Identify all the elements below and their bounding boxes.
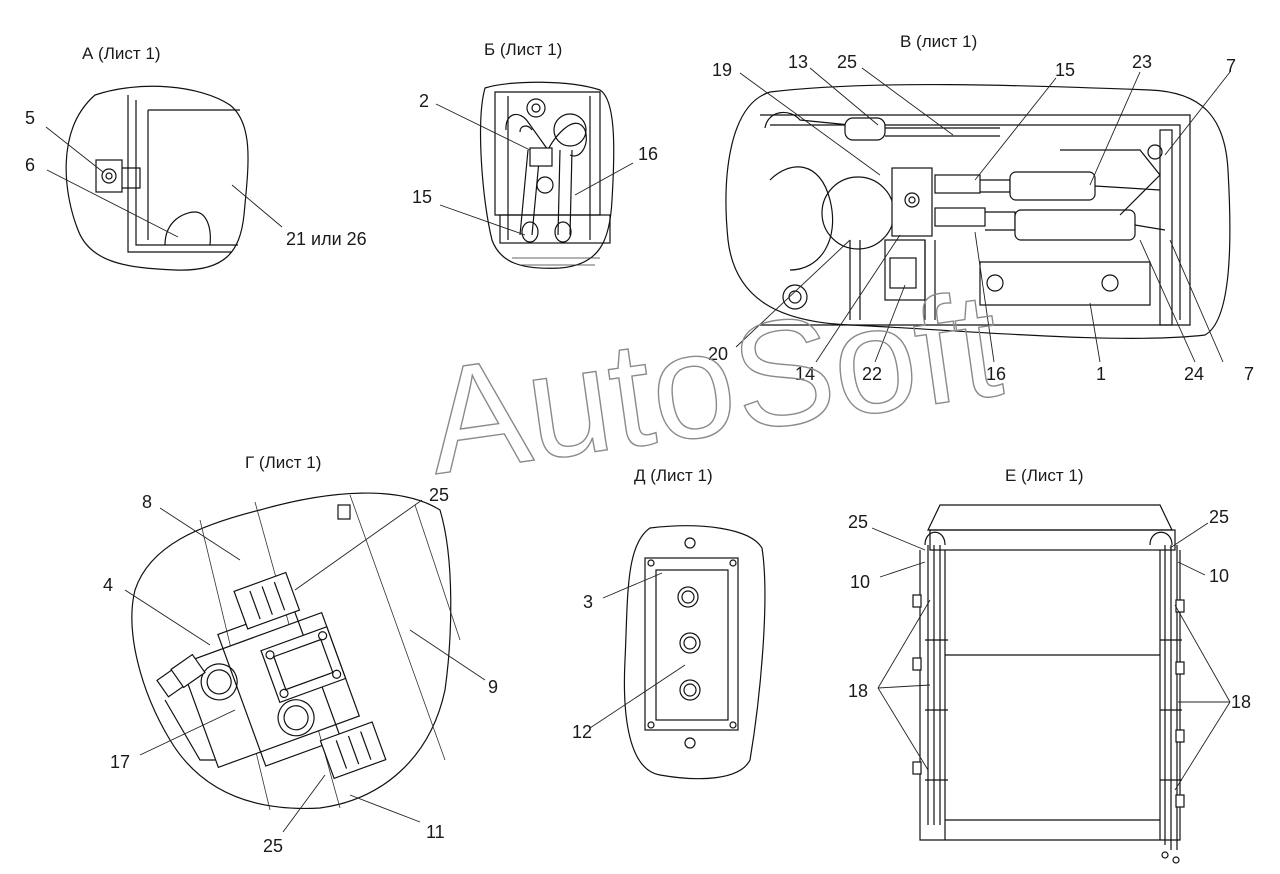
view-g-title: Г (Лист 1) [245, 453, 321, 472]
label-18-left: 18 [848, 681, 868, 701]
port-upper [200, 663, 238, 701]
valve-block [891, 167, 933, 237]
label-20: 20 [708, 344, 728, 364]
label-12: 12 [572, 722, 592, 742]
hose-top-left [764, 111, 851, 129]
label-15: 15 [412, 187, 432, 207]
label-25: 25 [837, 52, 857, 72]
switch-panel-inner [655, 569, 729, 721]
cover-plate [260, 625, 347, 704]
clamp-arch [164, 211, 211, 246]
label-25-lower: 25 [263, 836, 283, 856]
label-23: 23 [1132, 52, 1152, 72]
view-d-outline [623, 525, 766, 780]
view-v-outline [725, 83, 1231, 339]
label-8: 8 [142, 492, 152, 512]
fitting-top [526, 98, 546, 118]
cylinder-lower [1014, 209, 1136, 241]
label-25-upper: 25 [429, 485, 449, 505]
label-24: 24 [1184, 364, 1204, 384]
view-v-title: В (лист 1) [900, 32, 977, 51]
panel-frame [127, 95, 232, 253]
pivot-bolt [782, 284, 808, 310]
bolt-head [95, 159, 123, 193]
label-10-left: 10 [850, 572, 870, 592]
switch-panel-outer [644, 557, 739, 731]
label-19: 19 [712, 60, 732, 80]
view-b-title: Б (Лист 1) [484, 40, 562, 59]
label-9: 9 [488, 677, 498, 697]
label-16: 16 [986, 364, 1006, 384]
view-a: А (Лист 1) 5 6 21 или 26 [25, 44, 367, 271]
label-25-right: 25 [1209, 507, 1229, 527]
label-5: 5 [25, 108, 35, 128]
label-25-left: 25 [848, 512, 868, 532]
label-10-right: 10 [1209, 566, 1229, 586]
view-e-title: Е (Лист 1) [1005, 466, 1084, 485]
label-6: 6 [25, 155, 35, 175]
label-13: 13 [788, 52, 808, 72]
label-7-top: 7 [1226, 56, 1236, 76]
label-3: 3 [583, 592, 593, 612]
label-14: 14 [795, 364, 815, 384]
view-d-title: Д (Лист 1) [634, 466, 713, 485]
label-17: 17 [110, 752, 130, 772]
label-2: 2 [419, 91, 429, 111]
label-21-or-26: 21 или 26 [286, 229, 367, 249]
label-1: 1 [1096, 364, 1106, 384]
view-g-outline [131, 492, 452, 810]
knob-1 [677, 586, 699, 608]
link-arm [979, 261, 1151, 306]
view-d: Д (Лист 1) 3 12 [572, 466, 766, 780]
label-16: 16 [638, 144, 658, 164]
label-7-bottom: 7 [1244, 364, 1254, 384]
label-4: 4 [103, 575, 113, 595]
knob-2 [679, 632, 701, 654]
cylinder-upper [1009, 171, 1096, 201]
label-15: 15 [1055, 60, 1075, 80]
frame-top-beam [927, 504, 1173, 531]
knob-3 [679, 679, 701, 701]
view-v: В (лист 1) [708, 32, 1254, 384]
hose-loops [505, 113, 587, 157]
view-a-title: А (Лист 1) [82, 44, 161, 63]
view-a-outline [65, 85, 249, 271]
pipe-right [557, 149, 573, 236]
port-lower [277, 699, 315, 737]
view-b: Б (Лист 1) 2 16 15 [412, 40, 658, 269]
view-g: Г (Лист 1) 8 25 [103, 453, 498, 856]
hose-bundle-right [1164, 545, 1178, 850]
view-b-outline [480, 81, 615, 269]
frame-outer [919, 550, 1181, 841]
watermark: AutoSoft [417, 259, 1010, 505]
label-18-right: 18 [1231, 692, 1251, 712]
view-e: Е (Лист 1) 25 25 10 10 18 [848, 466, 1251, 864]
label-22: 22 [862, 364, 882, 384]
frame-outer [760, 114, 1191, 326]
label-11: 11 [426, 822, 445, 842]
